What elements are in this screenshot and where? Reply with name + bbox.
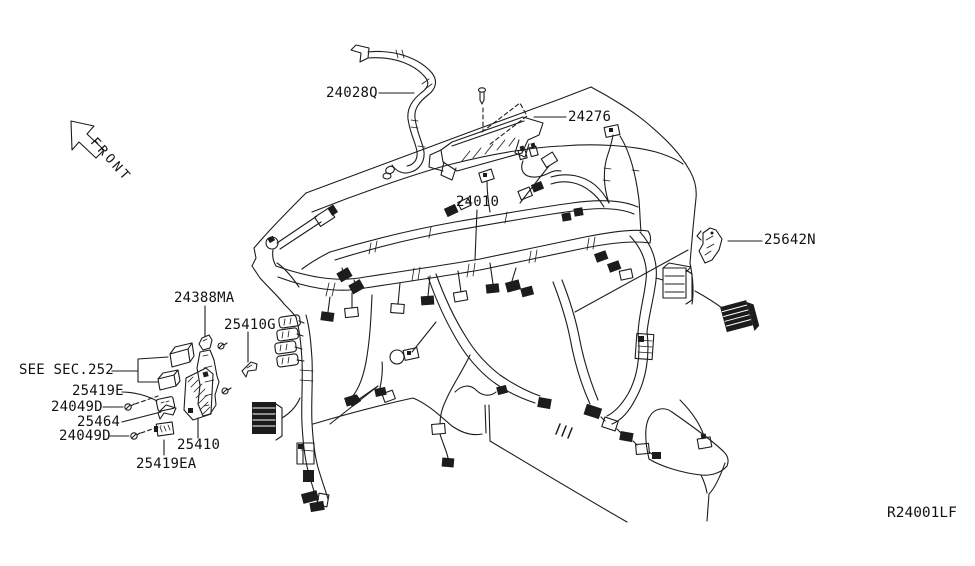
part-callout-24010: 24010 <box>456 194 500 210</box>
upper-left-arms <box>265 204 365 295</box>
see-sec-252-note: SEE SEC.252 <box>19 362 114 378</box>
main-harness-trunk <box>275 200 652 297</box>
part-callout-25410g: 25410G <box>224 317 276 333</box>
part-callout-24049d-a: 24049D <box>51 399 103 415</box>
left-component-cluster <box>154 334 258 437</box>
diagram-reference-code: R24001LF <box>887 505 957 521</box>
front-arrow-icon <box>70 120 105 159</box>
left-branch <box>252 314 396 513</box>
part-callout-25642n: 25642N <box>764 232 816 248</box>
part-callout-25410: 25410 <box>177 437 221 453</box>
connector-stack <box>274 314 305 368</box>
part-callout-24276: 24276 <box>568 109 612 125</box>
center-bottom-branch <box>427 273 661 468</box>
part-callout-25419ea: 25419EA <box>136 456 197 472</box>
lower-trunk-connectors <box>320 250 634 407</box>
part-callout-24028q: 24028Q <box>326 85 378 101</box>
bracket-25642n <box>696 227 723 264</box>
part-callout-24388ma: 24388MA <box>174 290 235 306</box>
right-branch <box>606 231 760 450</box>
upper-bundle-connectors <box>443 124 642 232</box>
dashboard-outline <box>251 86 697 523</box>
part-callout-25464: 25464 <box>77 414 121 430</box>
part-callout-25419e: 25419E <box>72 383 124 399</box>
part-callout-24049d-b: 24049D <box>59 428 111 444</box>
leader-lines <box>102 92 763 456</box>
bracket-24276 <box>428 87 562 181</box>
harness-24028q <box>350 44 437 180</box>
console-outline <box>645 408 729 522</box>
